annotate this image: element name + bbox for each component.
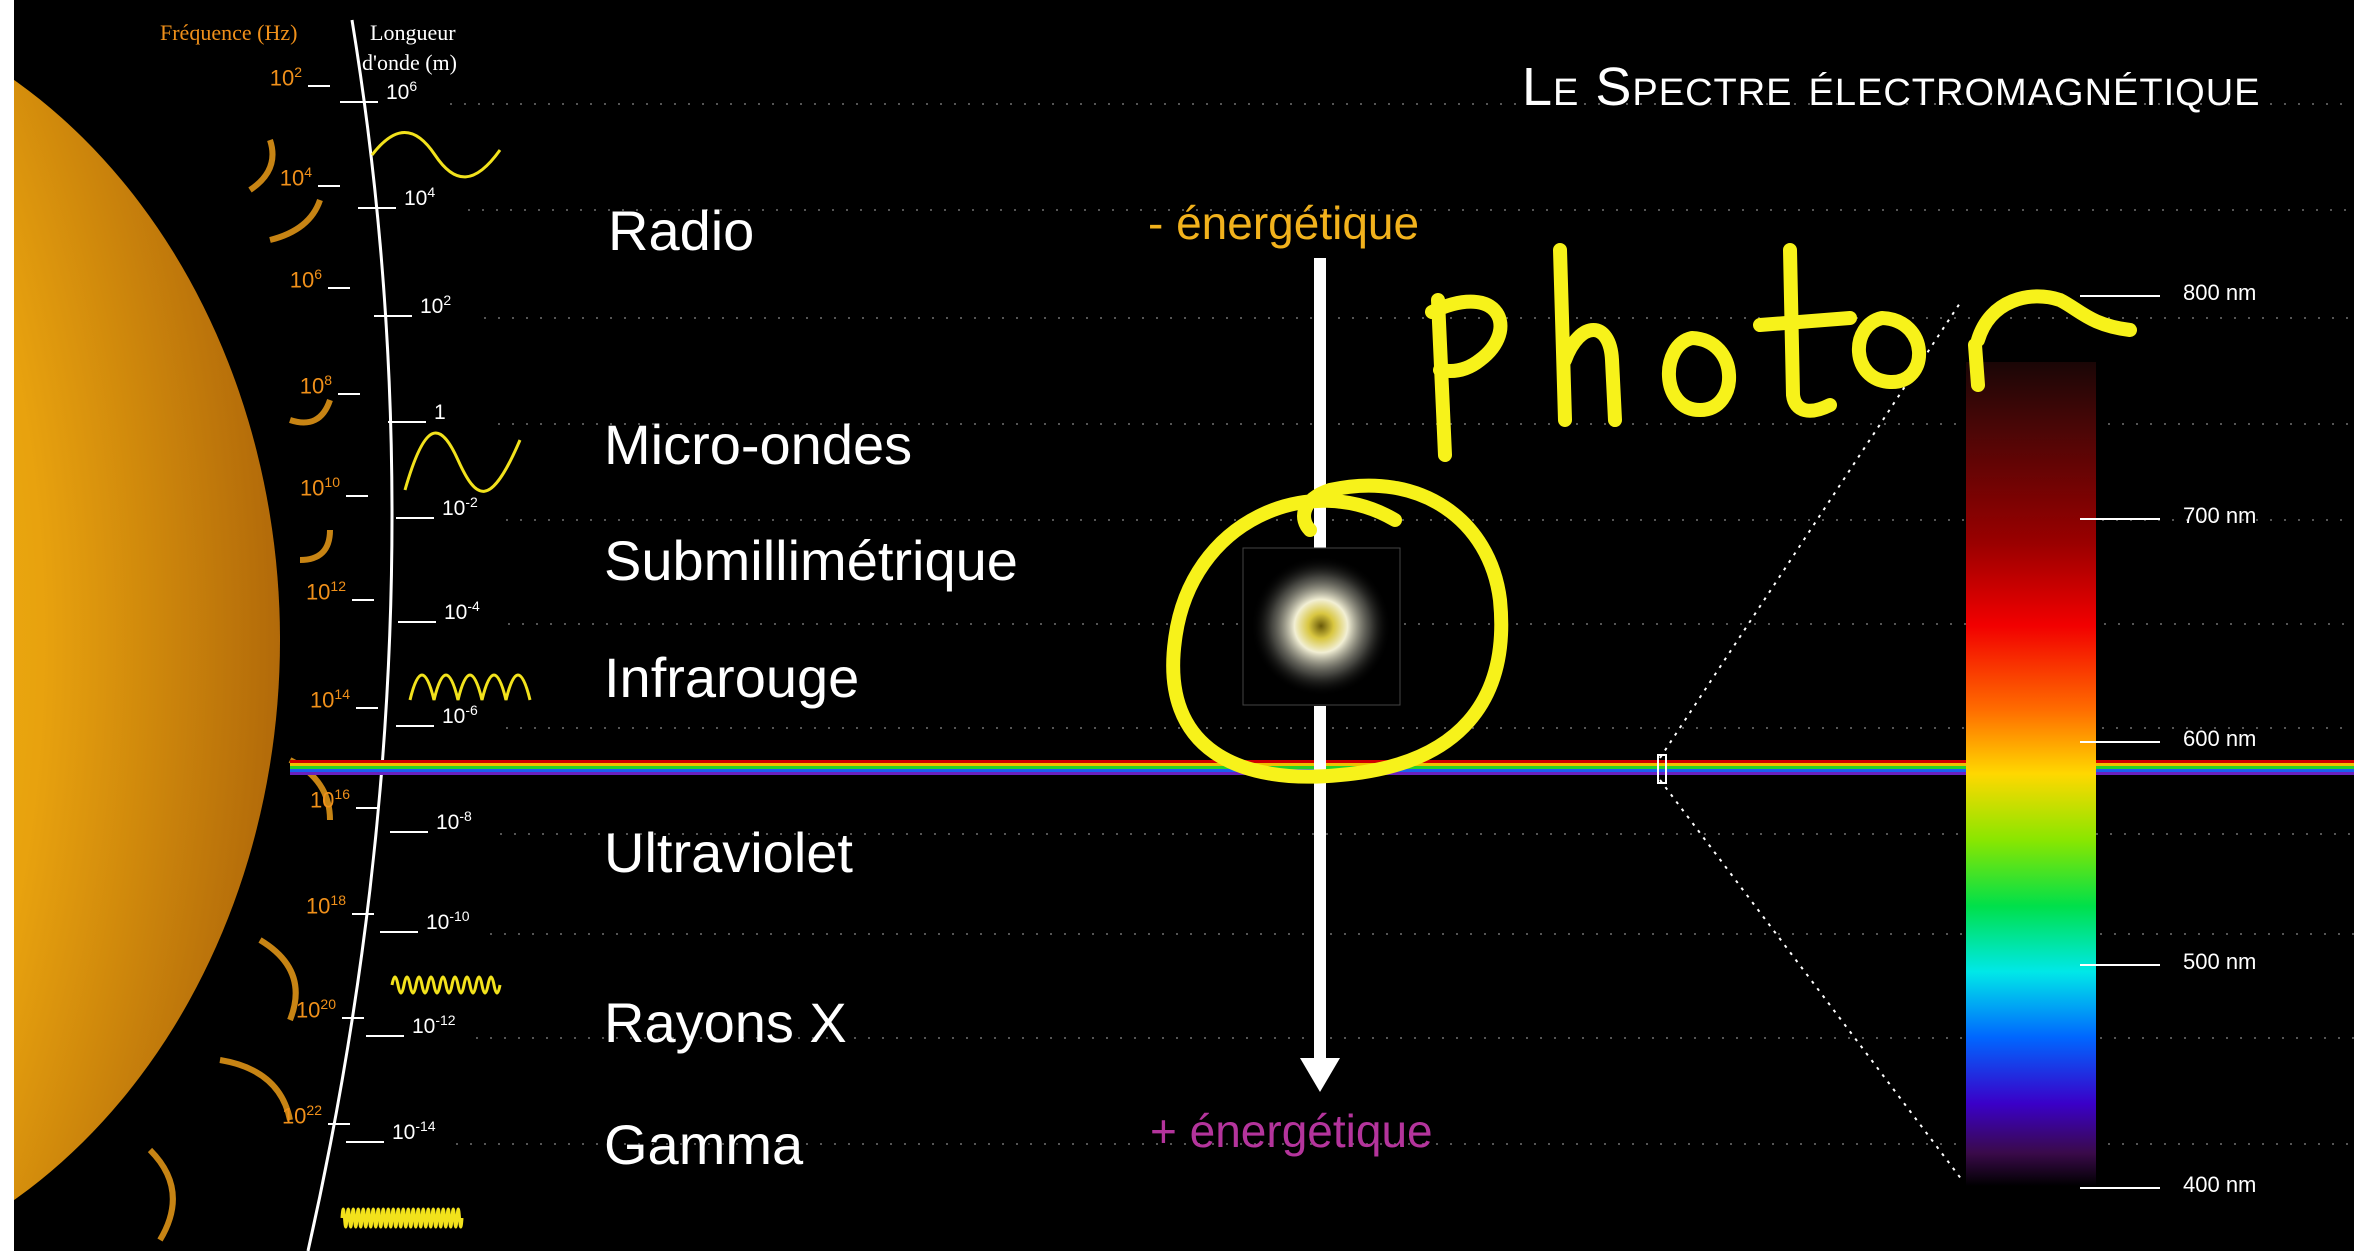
wavelength-label: 10-14 <box>392 1118 436 1144</box>
wave-glyphs <box>340 131 532 1229</box>
energy-arrow <box>1300 258 1340 1092</box>
frequency-label: 106 <box>289 266 322 293</box>
band-label-submillimeter: Submillimétrique <box>604 529 1018 592</box>
energy-low-label: - énergétique <box>1148 197 1420 249</box>
wavelength-label: 10-6 <box>442 702 478 728</box>
diagram-title: Le Spectre électromagnétique <box>1522 57 2261 117</box>
microwave-glyph <box>403 431 522 493</box>
frequency-label: 1020 <box>295 996 336 1023</box>
radio-wave-glyph <box>370 131 502 179</box>
wavelength-label: 1 <box>434 401 446 424</box>
zoom-marker <box>1657 754 1667 784</box>
band-label-microwave: Micro-ondes <box>604 413 913 476</box>
frequency-label: 1014 <box>309 686 350 713</box>
band-label-gamma: Gamma <box>604 1113 804 1176</box>
nm-ticks <box>2080 295 2160 1189</box>
wavelength-label: 102 <box>420 292 452 318</box>
handwritten-photon-annotation <box>1166 243 2137 784</box>
band-label-radio: Radio <box>608 199 755 262</box>
wavelength-label: 10-2 <box>442 494 478 520</box>
wavelength-axis-label-line1: Longueur <box>370 20 456 45</box>
band-label-ultraviolet: Ultraviolet <box>604 821 853 884</box>
scale-ticks <box>308 85 436 1143</box>
wavelength-label: 10-10 <box>426 908 470 934</box>
energy-high-label: + énergétique <box>1150 1105 1433 1157</box>
wavelength-label: 106 <box>386 78 418 104</box>
frequency-label: 1012 <box>305 578 346 605</box>
band-label-infrared: Infrarouge <box>604 646 860 709</box>
frequency-label: 1022 <box>281 1102 322 1129</box>
wavelength-label: 10-12 <box>412 1012 456 1038</box>
frequency-label: 1018 <box>305 892 346 919</box>
frequency-label: 102 <box>269 64 302 91</box>
infrared-wave-glyph <box>408 673 532 701</box>
nm-label-800: 800 nm <box>2183 280 2257 305</box>
wavelength-label: 10-8 <box>436 808 472 834</box>
nm-label-600: 600 nm <box>2183 726 2257 751</box>
xray-wave-glyph <box>390 975 502 995</box>
frequency-label: 104 <box>279 164 312 191</box>
nm-label-500: 500 nm <box>2183 949 2257 974</box>
nm-label-700: 700 nm <box>2183 503 2257 528</box>
frequency-label: 108 <box>299 372 332 399</box>
band-label-xray: Rayons X <box>604 991 847 1054</box>
frequency-axis-label: Fréquence (Hz) <box>160 20 298 45</box>
sun-image <box>0 0 333 1251</box>
visible-spectrum-bar <box>1966 362 2096 1186</box>
photon-image <box>1242 547 1401 706</box>
nm-label-400: 400 nm <box>2183 1172 2257 1197</box>
gamma-wave-glyph <box>340 1207 464 1229</box>
frequency-label: 1016 <box>309 786 350 813</box>
scale-axis <box>306 19 394 1251</box>
zoom-lines <box>1659 299 1963 1181</box>
wavelength-label: 10-4 <box>444 598 480 624</box>
frequency-label: 1010 <box>299 474 340 501</box>
wavelength-label: 104 <box>404 184 436 210</box>
wavelength-axis-label-line2: d'onde (m) <box>362 50 457 75</box>
